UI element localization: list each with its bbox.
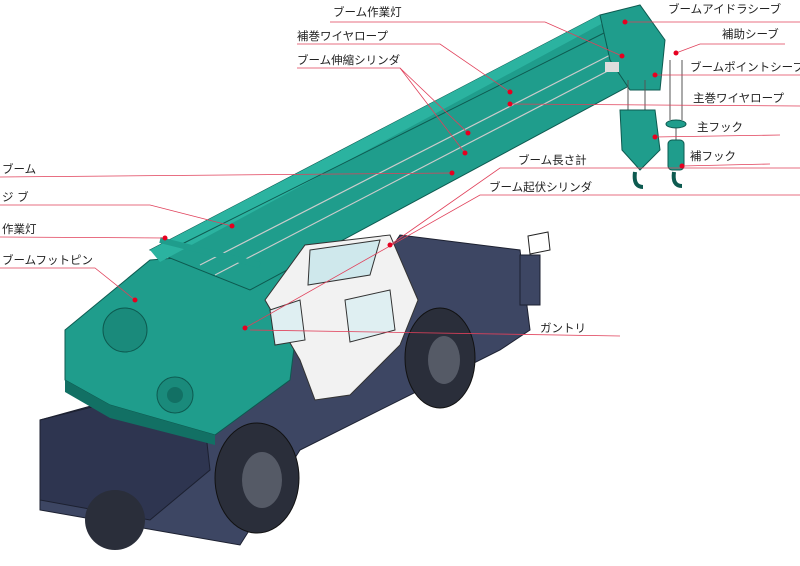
- label-boom-telescoping-cylinder: ブーム伸縮シリンダ: [297, 53, 401, 67]
- label-aux-sheave: 補助シーブ: [722, 27, 779, 41]
- label-boom-derricking-cylinder: ブーム起伏シリンダ: [489, 180, 593, 194]
- cab: [264, 234, 419, 401]
- upper-body: [64, 249, 301, 445]
- boom: [148, 4, 666, 291]
- label-boom: ブーム: [2, 162, 37, 176]
- hooks: [619, 60, 687, 189]
- label-aux-hook: 補フック: [690, 149, 736, 163]
- label-jib: ジ ブ: [2, 190, 29, 204]
- label-main-wire-rope: 主巻ワイヤロープ: [693, 91, 784, 105]
- label-boom-foot-pin: ブームフットピン: [2, 253, 93, 267]
- label-work-light: 作業灯: [2, 222, 37, 236]
- label-boom-work-light: ブーム作業灯: [333, 5, 402, 19]
- label-aux-wire-rope: 補巻ワイヤロープ: [297, 29, 388, 43]
- label-boom-idler-sheave: ブームアイドラシーブ: [668, 2, 782, 16]
- leader-lines: [0, 21, 800, 337]
- label-gantry: ガントリ: [540, 321, 586, 335]
- label-boom-length-gauge: ブーム長さ計: [518, 153, 587, 167]
- label-main-hook: 主フック: [697, 120, 743, 134]
- leader-dots: [132, 19, 685, 331]
- label-boom-point-sheave: ブームポイントシーブ: [690, 60, 800, 74]
